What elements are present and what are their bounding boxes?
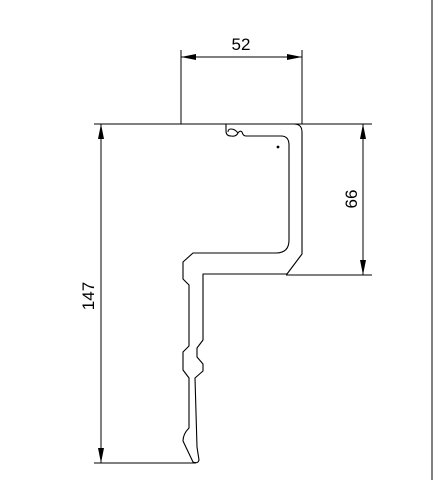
arrowhead-right [287,54,302,60]
profile-inner-lip [227,128,239,134]
arrowhead-right-top [360,124,366,139]
arrowhead-left-bottom [98,448,104,463]
dimension-overall-height: 147 [79,124,104,463]
dimension-label-top-width: 52 [232,35,251,54]
dimension-label-overall-height: 147 [79,282,98,310]
dimension-top-width: 52 [181,35,302,60]
profile-cross-section [182,123,303,464]
dimension-right-height: 66 [342,124,366,275]
dimension-label-right-height: 66 [342,190,361,209]
profile-mark-dot [276,145,280,149]
arrowhead-left [181,54,196,60]
arrowhead-left-top [98,124,104,139]
arrowhead-right-bottom [360,260,366,275]
